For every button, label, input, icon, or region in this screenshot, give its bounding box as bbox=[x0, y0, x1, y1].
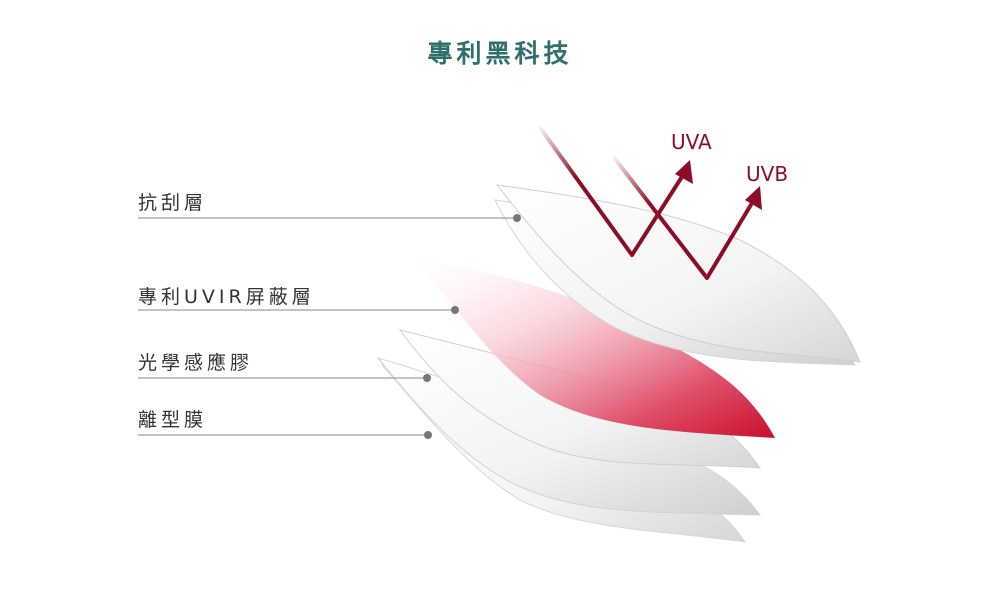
leader-dot-uvir bbox=[451, 306, 459, 314]
leader-dot-release bbox=[424, 431, 432, 439]
uvb-ray-incoming bbox=[610, 153, 709, 280]
uva-ray-incoming bbox=[536, 123, 634, 257]
layer-label-release: 離型膜 bbox=[138, 409, 208, 431]
uvb-arrow-head bbox=[745, 186, 762, 210]
uvir-shield-sheet bbox=[415, 258, 775, 438]
layer-label-uvir: 專利UVIR屏蔽層 bbox=[138, 286, 315, 308]
leader-dot-scratch bbox=[513, 214, 521, 222]
scratch-layer-sheet bbox=[495, 184, 861, 363]
layer-label-scratch: 抗刮層 bbox=[138, 192, 208, 214]
uvb-ray-reflected bbox=[705, 196, 757, 280]
page-title: 專利黑科技 bbox=[427, 39, 573, 68]
layer-label-adhesive: 光學感應膠 bbox=[138, 352, 254, 374]
uva-arrow-head bbox=[675, 160, 693, 184]
leader-dot-adhesive bbox=[423, 374, 431, 382]
uva-label: UVA bbox=[671, 130, 712, 154]
uvb-label: UVB bbox=[746, 162, 789, 186]
